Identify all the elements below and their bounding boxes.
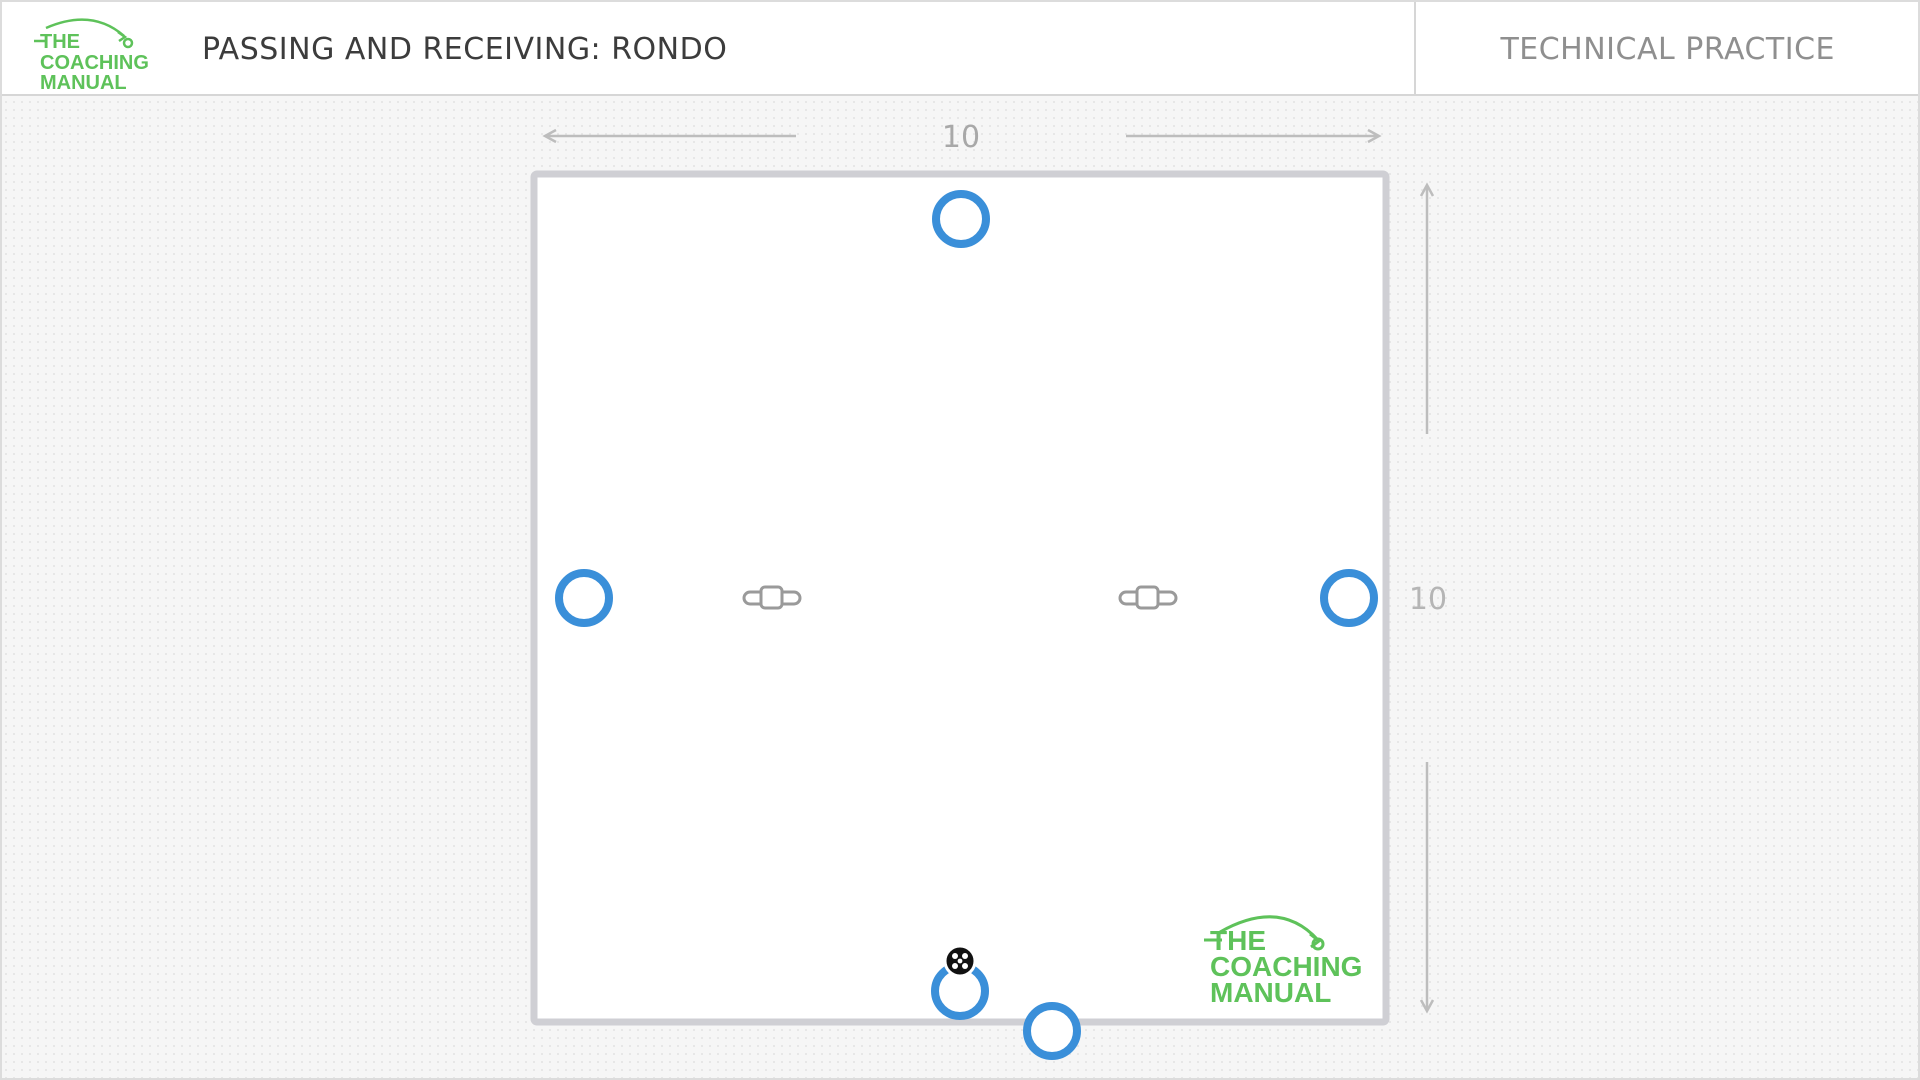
mannequin-left-icon [742, 585, 802, 610]
height-label: 10 [1409, 582, 1447, 617]
logo-line-1: THE [40, 31, 80, 53]
watermark-line-3: MANUAL [1210, 977, 1331, 1008]
player-right [1320, 569, 1378, 627]
width-label: 10 [942, 120, 980, 155]
header-divider [1414, 2, 1416, 94]
player-bottom-outside [1023, 1002, 1081, 1060]
watermark-line-1: THE [1210, 925, 1266, 956]
page-title: PASSING AND RECEIVING: RONDO [202, 32, 728, 67]
ball-icon [943, 944, 977, 978]
mannequin-right-icon [1118, 585, 1178, 610]
coaching-manual-logo: THE COACHING MANUAL [32, 14, 172, 94]
field-logo-watermark: THE COACHING MANUAL [1204, 915, 1362, 1008]
player-top [932, 190, 990, 248]
logo-line-3: MANUAL [40, 72, 127, 94]
playing-area-boundary [530, 170, 1390, 1026]
logo-arc-icon [34, 18, 134, 49]
width-measure [542, 128, 1382, 144]
header-bar: THE COACHING MANUAL PASSING AND RECEIVIN… [2, 2, 1918, 96]
watermark-line-2: COACHING [1210, 951, 1362, 982]
height-measure [1419, 182, 1435, 1014]
player-left [555, 569, 613, 627]
section-label: TECHNICAL PRACTICE [1500, 32, 1835, 67]
logo-line-2: COACHING [40, 52, 149, 74]
